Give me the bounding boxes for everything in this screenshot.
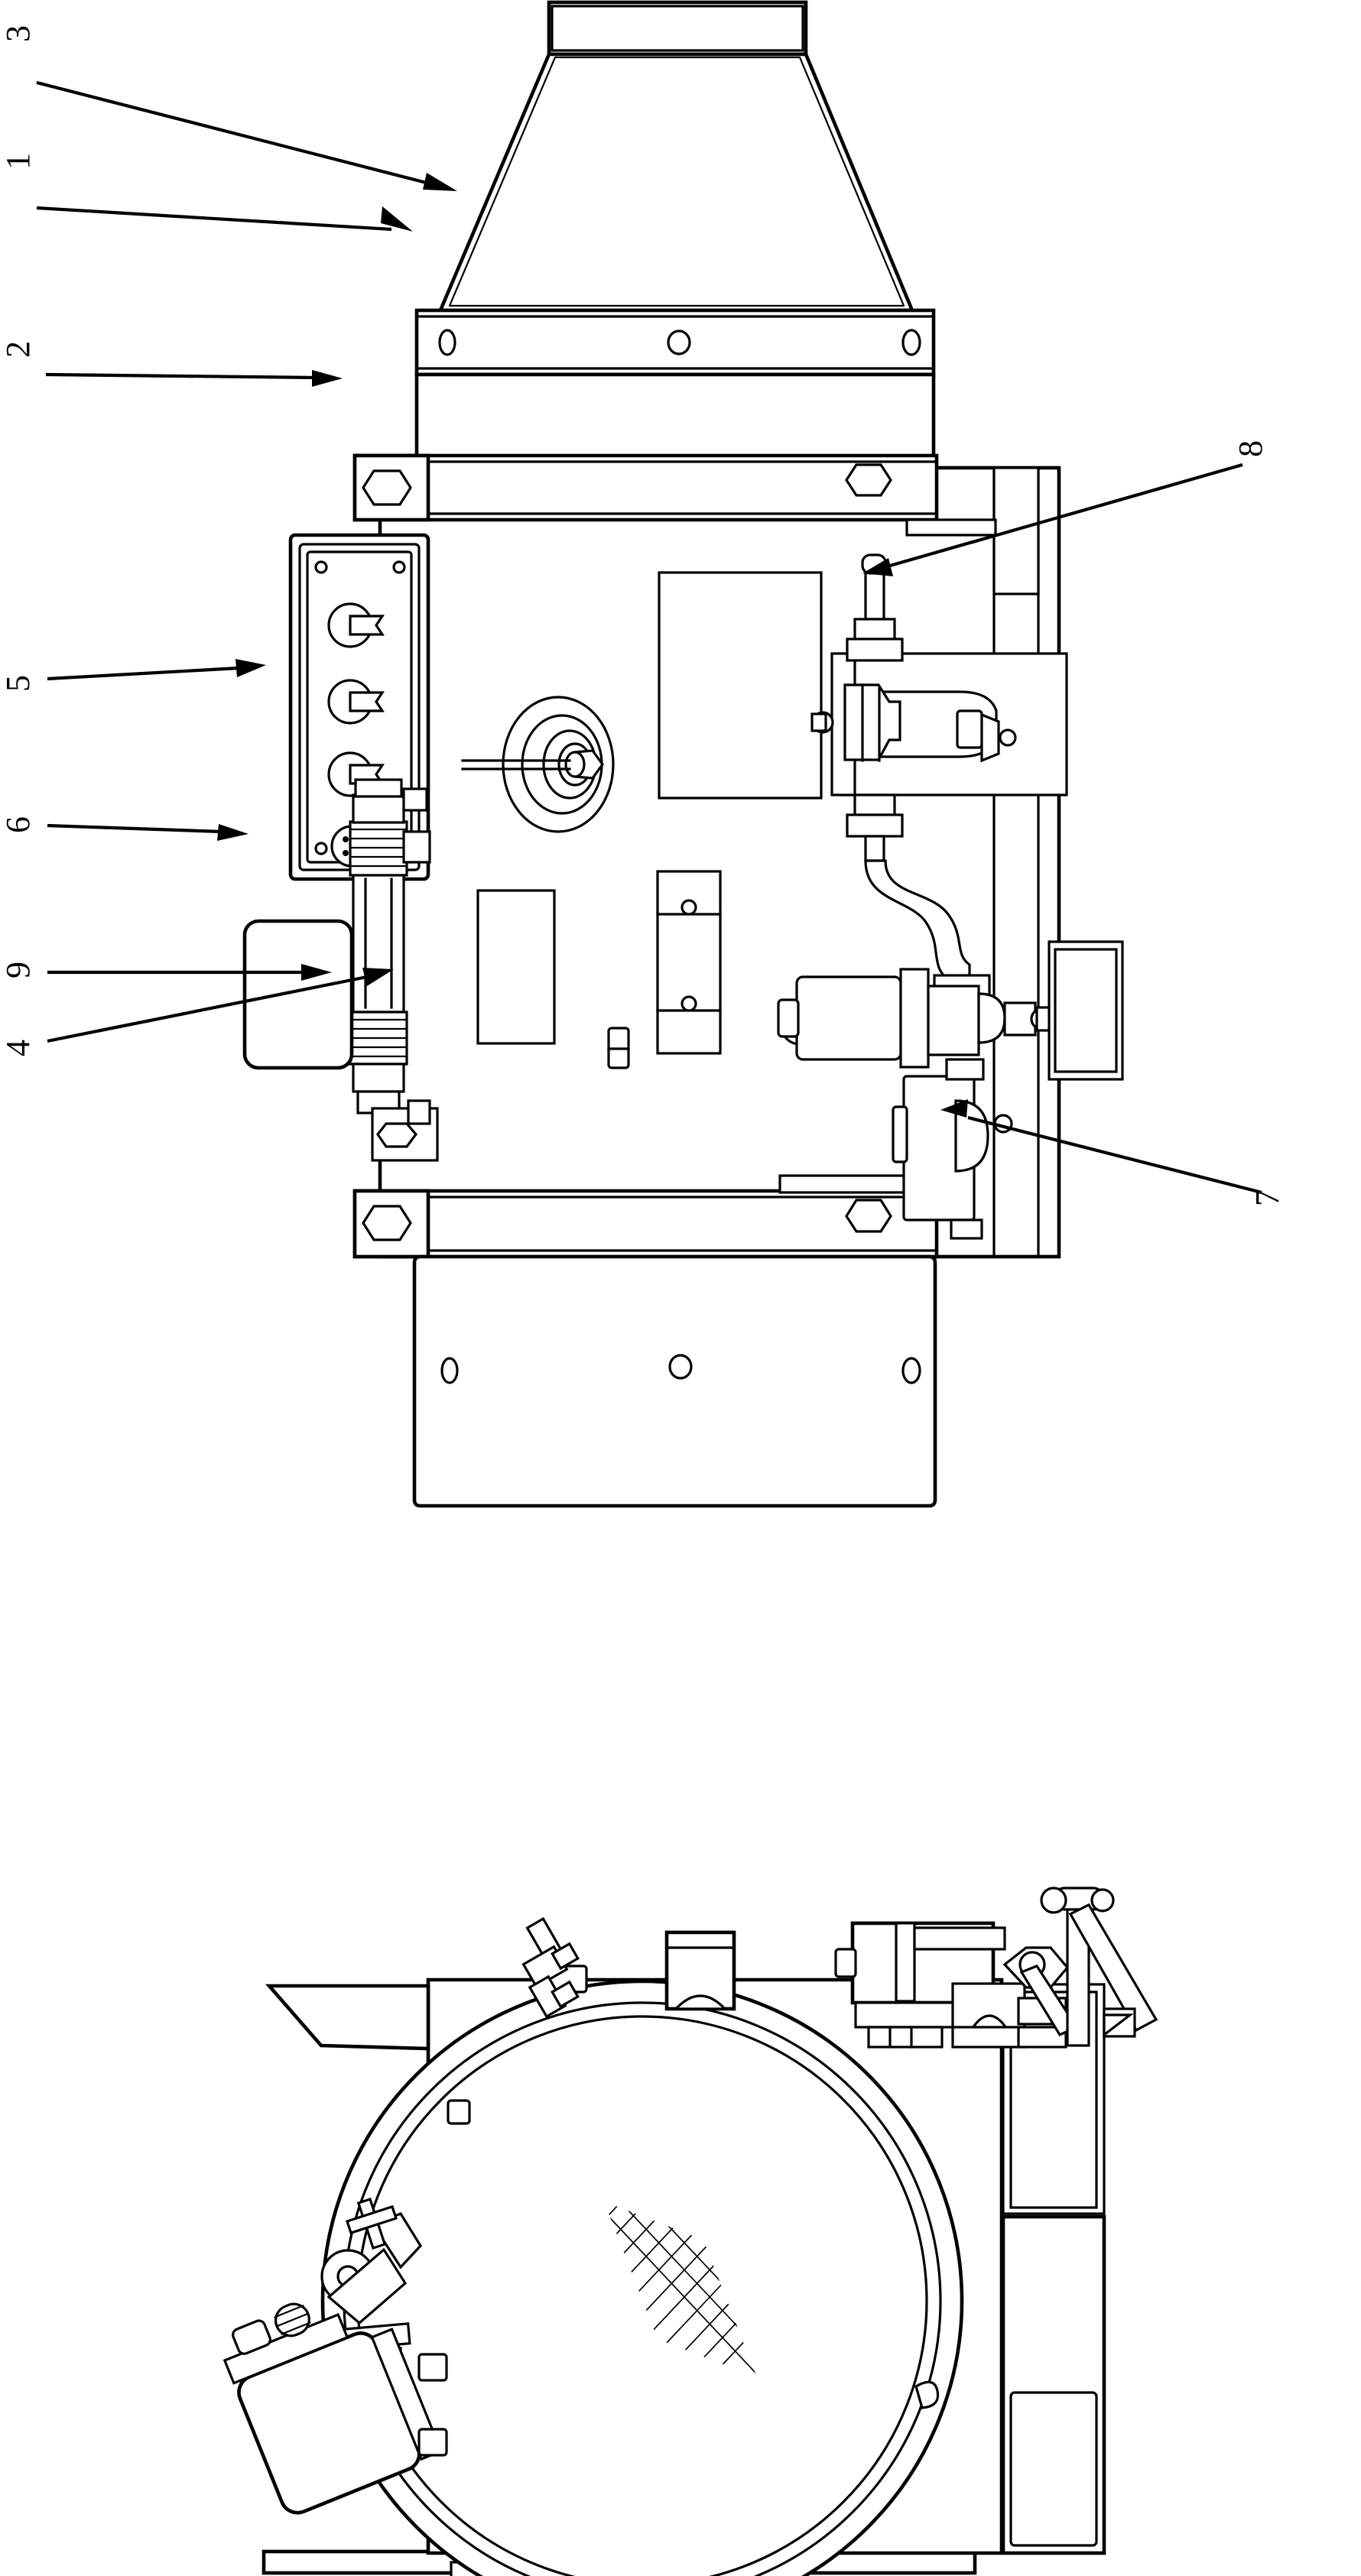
rotary-knob-2[interactable] [327, 679, 385, 725]
circular-blower-housing [320, 1979, 964, 2576]
rim-handle [914, 2380, 940, 2409]
electric-fuel-pump [777, 940, 1124, 1081]
flange-hole [667, 329, 691, 355]
callout-6-label: 6 [0, 816, 37, 833]
callout-1-label: 1 [0, 153, 37, 170]
latch-clip [607, 1027, 630, 1069]
callout-4: 4 [0, 968, 394, 1056]
flange-hole [901, 329, 921, 356]
callout-7-label: 7 [1249, 1189, 1286, 1206]
callout-3-label: 3 [0, 25, 37, 42]
inner-panel-lower [476, 889, 556, 1045]
callout-3: 3 [0, 25, 457, 191]
callout-4-label: 4 [0, 1040, 37, 1056]
upper-valve-fitting [521, 1917, 580, 2019]
hex-bolt [362, 469, 412, 506]
flange-hole [438, 329, 456, 356]
panel-screw [314, 842, 328, 855]
callout-5: 5 [0, 659, 266, 692]
hex-bolt [845, 1199, 892, 1233]
bellows-lower [349, 1011, 408, 1066]
lower-lifting-rail [352, 1174, 939, 1259]
flywheel-pulley [461, 696, 615, 833]
inner-panel-upper [658, 571, 823, 800]
skirt-hole [668, 1354, 693, 1380]
stacked-block [656, 870, 722, 1055]
hex-bolt [376, 1122, 418, 1148]
figure-2 [223, 1887, 1158, 2576]
skirt-hole [901, 1357, 921, 1384]
callout-2-label: 2 [0, 341, 37, 358]
callout-1: 1 [0, 153, 413, 232]
hex-bolt [362, 1205, 412, 1241]
callout-9: 9 [0, 962, 332, 981]
rim-tab [447, 2099, 471, 2125]
callouts: 3 1 2 5 6 9 [0, 25, 1286, 1206]
small-exhaust-stack [664, 1930, 736, 2011]
tapered-cowl [437, 52, 915, 313]
upper-lifting-rail [352, 453, 997, 537]
callout-6: 6 [0, 816, 248, 841]
callout-7: 7 [940, 1099, 1286, 1206]
callout-8: 8 [862, 440, 1269, 576]
bellows-upper [349, 820, 408, 877]
angled-canister-filter [223, 2302, 448, 2515]
panel-screw [392, 560, 406, 574]
panel-screw [314, 560, 328, 574]
callout-5-label: 5 [0, 675, 37, 692]
callout-8-label: 8 [1232, 440, 1269, 457]
base-skirt [412, 1254, 937, 1508]
muffler-box [242, 919, 354, 1070]
skirt-hole [440, 1357, 459, 1384]
rotary-knob-1[interactable] [327, 602, 385, 648]
figure-1 [242, 0, 1124, 1508]
callout-9-label: 9 [0, 962, 37, 978]
upper-housing-neck [414, 372, 936, 470]
callout-2: 2 [0, 341, 343, 387]
flange-band [414, 308, 936, 377]
hex-bolt [845, 463, 892, 497]
flexible-bellows-tube [349, 778, 439, 1162]
exhaust-stack [547, 0, 808, 57]
mounted-control-box [834, 1887, 1158, 2049]
